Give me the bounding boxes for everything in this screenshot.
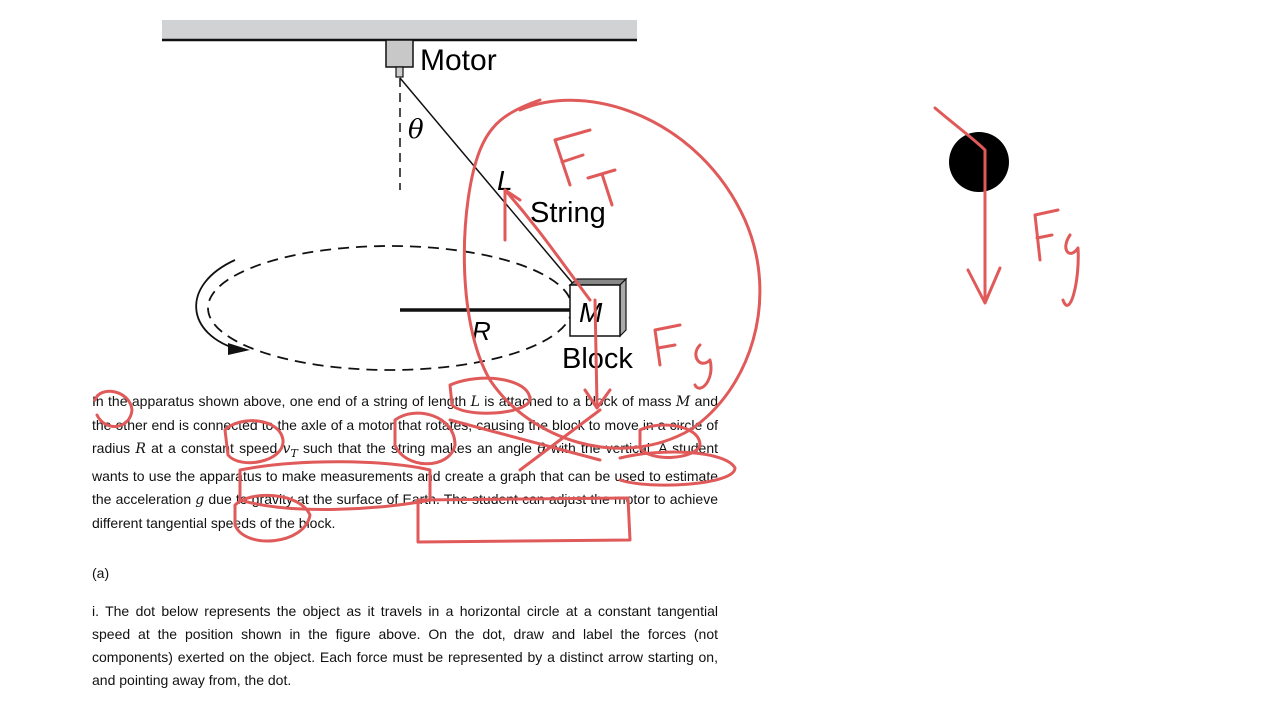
cross-annotation: [448, 408, 602, 472]
circle-annotation: [233, 493, 312, 543]
motor-axle: [395, 66, 404, 78]
var-L: L: [470, 394, 480, 410]
intro-text: In the apparatus shown above, one end of…: [92, 393, 471, 409]
var-v: v: [282, 441, 291, 457]
var-v-subscript: T: [290, 446, 298, 460]
label-fg-dot: [1033, 208, 1080, 307]
var-g: g: [195, 491, 205, 508]
circle-annotation: [618, 450, 737, 487]
box-annotation: [416, 496, 632, 544]
rotation-arrowhead: [228, 343, 250, 355]
part-label: (a): [92, 565, 110, 581]
intro-text: at a constant speed: [145, 440, 283, 456]
mass-label: M: [579, 297, 603, 328]
circle-annotation: [393, 411, 457, 466]
circle-annotation: [638, 423, 702, 459]
circle-annotation: [93, 389, 134, 428]
tension-arrow: [503, 188, 592, 302]
question-i: i. The dot below represents the object a…: [92, 603, 718, 688]
string-line: [399, 77, 576, 287]
motor-box: [385, 39, 414, 68]
box-annotation: [238, 460, 432, 511]
var-R: R: [135, 441, 146, 457]
encircling-loop: [462, 98, 762, 450]
var-theta: θ: [537, 441, 546, 457]
var-M: M: [675, 394, 691, 410]
label-fg-block: [653, 323, 713, 390]
object-dot: [949, 132, 1009, 192]
gravity-arrow-block: [583, 298, 612, 410]
circle-annotation: [223, 419, 285, 465]
circle-annotation: [448, 376, 532, 415]
string-label: String: [530, 197, 606, 229]
label-ft: [553, 128, 617, 207]
length-label: L: [497, 165, 513, 196]
radius-label: R: [472, 316, 491, 346]
gravity-arrow-dot: [933, 106, 1002, 305]
rotation-arrow: [195, 259, 241, 351]
theta-label: θ: [408, 115, 424, 145]
intro-text: such that the string makes an angle: [297, 440, 538, 456]
motor-label: Motor: [420, 44, 497, 77]
ceiling: [162, 20, 637, 40]
